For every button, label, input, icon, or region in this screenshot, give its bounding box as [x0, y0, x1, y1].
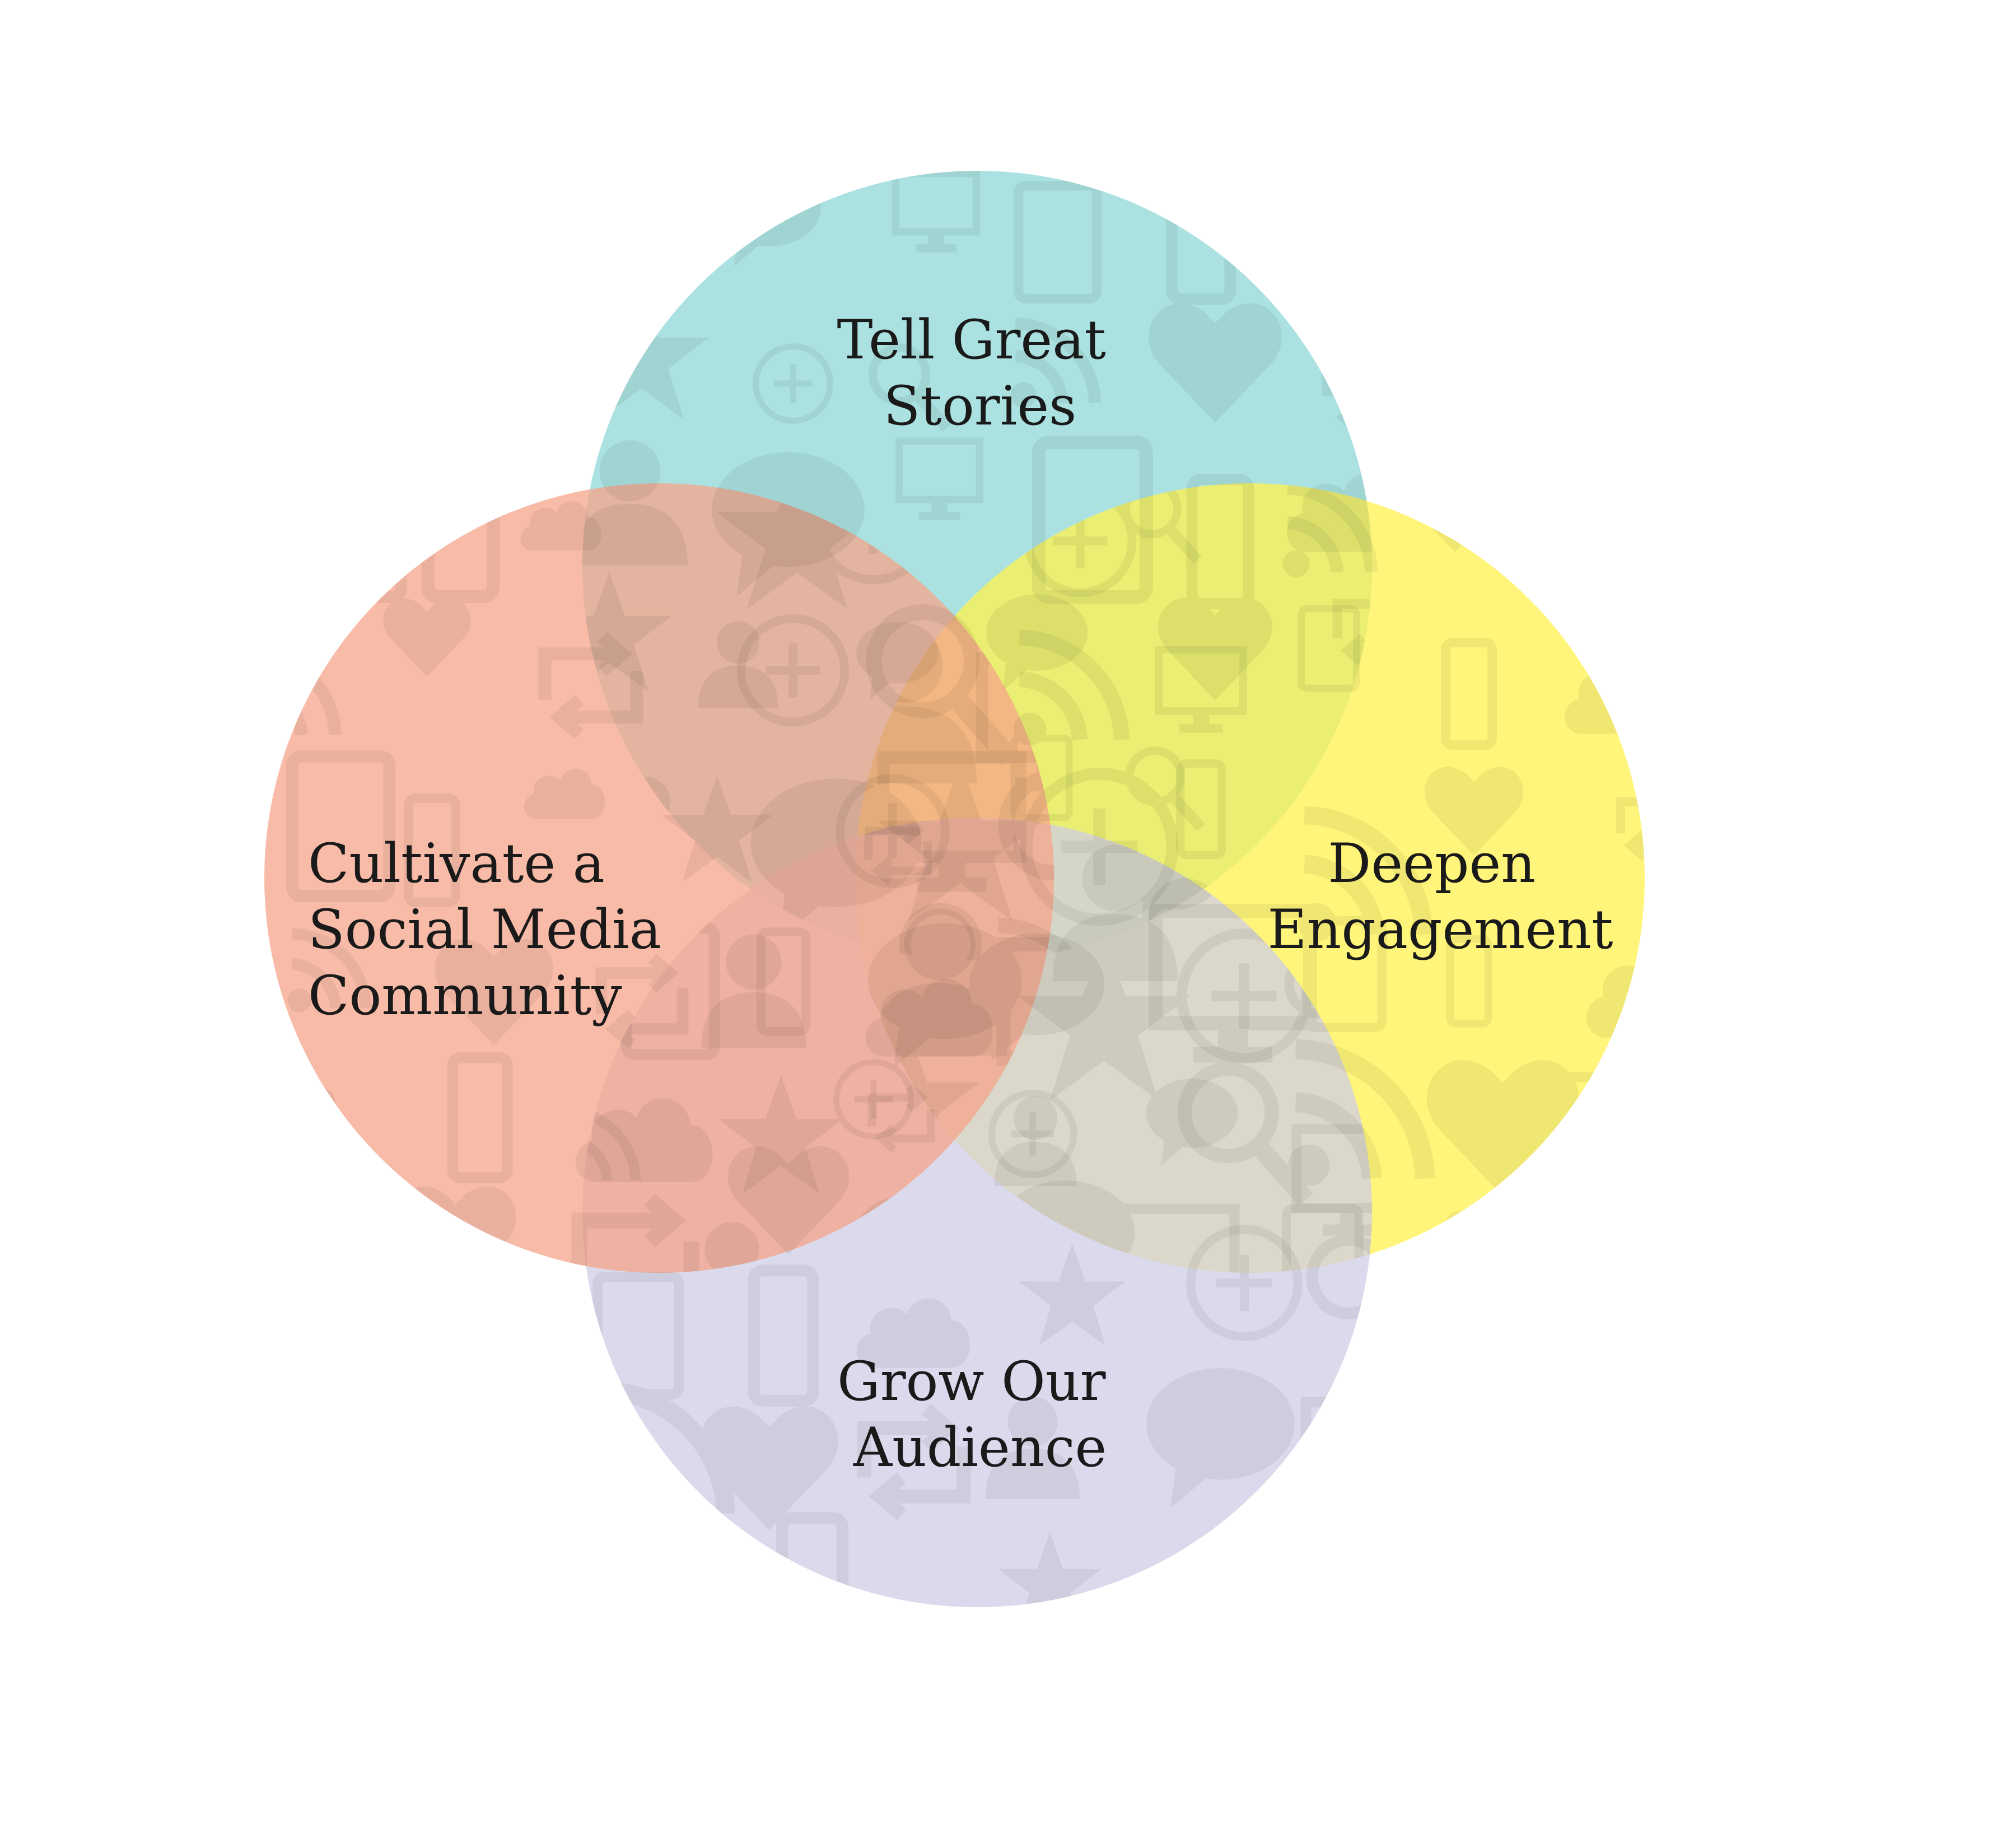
tablet-icon — [608, 1536, 662, 1614]
label-line: Community — [308, 964, 622, 1027]
monitor-icon — [1306, 1402, 1421, 1515]
label-line: Social Media — [308, 898, 661, 961]
label-line: Engagement — [1267, 898, 1613, 961]
rss-icon — [242, 1201, 364, 1322]
label-line: Cultivate a — [308, 832, 605, 895]
retweet-icon — [1330, 318, 1444, 439]
phone-icon — [1451, 1217, 1506, 1338]
venn-circle-cultivate-community — [264, 483, 1054, 1273]
cloud-icon — [897, 1613, 1051, 1707]
label-deepen-engagement: Deepen Engagement — [1267, 832, 1613, 961]
retweet-icon — [1599, 503, 1698, 608]
cloud-icon — [1320, 171, 1372, 225]
magnifier-icon — [1309, 1569, 1405, 1672]
plus-circle-icon — [1182, 1575, 1325, 1718]
label-line: Stories — [884, 375, 1077, 437]
cloud-icon — [1583, 1214, 1645, 1273]
label-cultivate-community: Cultivate a Social Media Community — [308, 832, 679, 1027]
tablet-icon — [250, 1094, 330, 1209]
person-icon — [587, 171, 699, 267]
tablet-icon — [307, 462, 401, 597]
label-line: Audience — [853, 1416, 1107, 1479]
label-line: Grow Our — [837, 1350, 1106, 1413]
label-grow-our-audience: Grow Our Audience — [837, 1350, 1123, 1479]
label-line: Tell Great — [837, 309, 1106, 371]
label-tell-great-stories: Tell Great Stories — [837, 309, 1123, 437]
label-line: Deepen — [1328, 832, 1536, 895]
